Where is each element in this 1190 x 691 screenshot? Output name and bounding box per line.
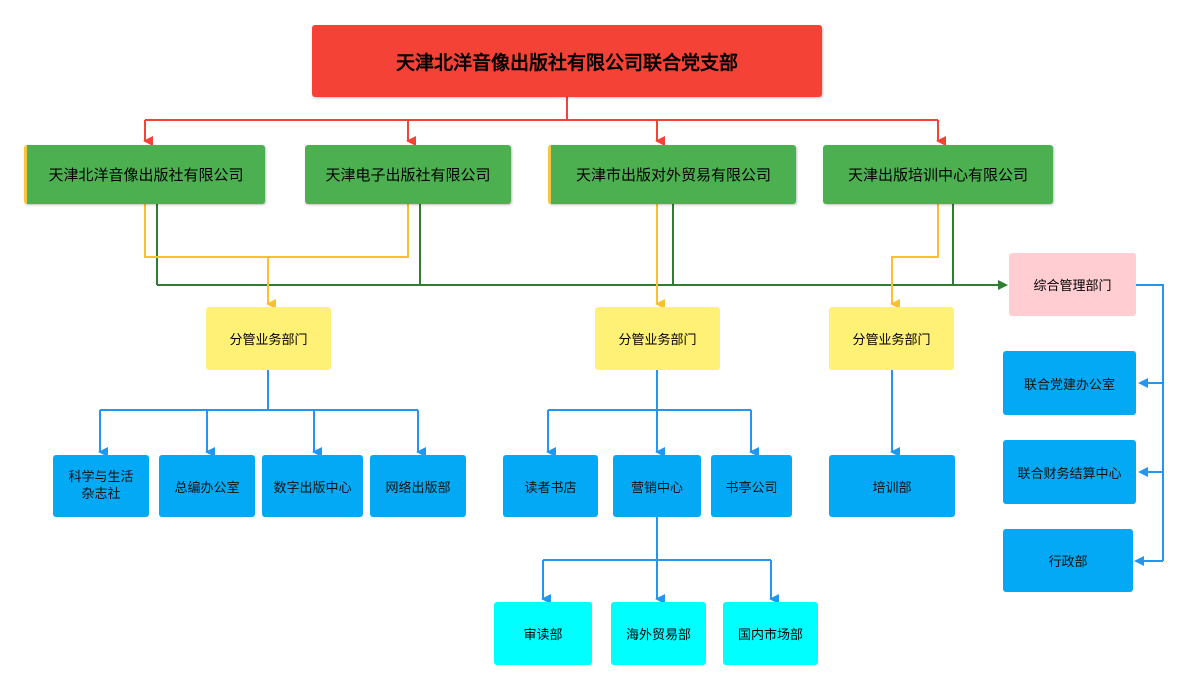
unit-label: 总编办公室 (174, 480, 240, 496)
comprehensive-dept-node: 综合管理部门 (1009, 253, 1136, 316)
admin-unit-label: 行政部 (1048, 555, 1088, 570)
subunit-label: 审读部 (523, 628, 563, 643)
branch-dept-label: 分管业务部门 (618, 333, 697, 348)
subunit-label: 国内市场部 (737, 628, 803, 643)
root-label: 天津北洋音像出版社有限公司联合党支部 (395, 51, 738, 74)
unit-label-line2: 杂志社 (81, 487, 121, 502)
admin-finance-center: 联合财务结算中心 (1003, 440, 1136, 504)
branch-dept-2: 分管业务部门 (595, 307, 720, 370)
company-tianjin-electronic: 天津电子出版社有限公司 (305, 145, 511, 204)
company-training-center: 天津出版培训中心有限公司 (823, 145, 1053, 204)
subunit-review-dept: 审读部 (494, 602, 592, 665)
company-label: 天津出版培训中心有限公司 (847, 166, 1028, 184)
unit-science-life-magazine: 科学与生活 杂志社 (53, 455, 149, 517)
admin-administration-dept: 行政部 (1003, 529, 1133, 592)
unit-label: 书亭公司 (725, 480, 778, 496)
unit-label: 培训部 (872, 480, 912, 496)
unit-digital-center: 数字出版中心 (262, 455, 363, 517)
unit-label: 网络出版部 (385, 480, 451, 496)
unit-marketing-center: 营销中心 (613, 455, 701, 517)
subunit-overseas-trade: 海外贸易部 (611, 602, 706, 665)
branch-dept-label: 分管业务部门 (229, 333, 308, 348)
unit-network-dept: 网络出版部 (370, 455, 466, 517)
company-label: 天津电子出版社有限公司 (325, 166, 491, 184)
company-label: 天津北洋音像出版社有限公司 (48, 166, 244, 184)
unit-training-dept: 培训部 (829, 455, 955, 517)
company-label: 天津市出版对外贸易有限公司 (575, 166, 771, 184)
branch-dept-label: 分管业务部门 (852, 333, 931, 348)
unit-label-line1: 科学与生活 (68, 470, 134, 485)
unit-label: 读者书店 (524, 480, 577, 496)
subunit-label: 海外贸易部 (625, 628, 691, 643)
comprehensive-dept-label: 综合管理部门 (1033, 279, 1112, 294)
branch-dept-1: 分管业务部门 (206, 307, 331, 370)
unit-editor-office: 总编办公室 (159, 455, 255, 517)
root-node: 天津北洋音像出版社有限公司联合党支部 (312, 25, 822, 97)
unit-label: 营销中心 (630, 480, 683, 496)
branch-dept-3: 分管业务部门 (829, 307, 954, 370)
unit-kiosk-company: 书亭公司 (711, 455, 792, 517)
subunit-domestic-market: 国内市场部 (723, 602, 818, 665)
company-beiyang-av: 天津北洋音像出版社有限公司 (24, 145, 265, 204)
admin-party-office: 联合党建办公室 (1003, 351, 1136, 415)
admin-unit-label: 联合党建办公室 (1023, 377, 1115, 393)
admin-unit-label: 联合财务结算中心 (1017, 466, 1122, 482)
unit-label: 数字出版中心 (273, 480, 352, 496)
company-foreign-trade: 天津市出版对外贸易有限公司 (548, 145, 796, 204)
unit-reader-bookstore: 读者书店 (503, 455, 598, 517)
